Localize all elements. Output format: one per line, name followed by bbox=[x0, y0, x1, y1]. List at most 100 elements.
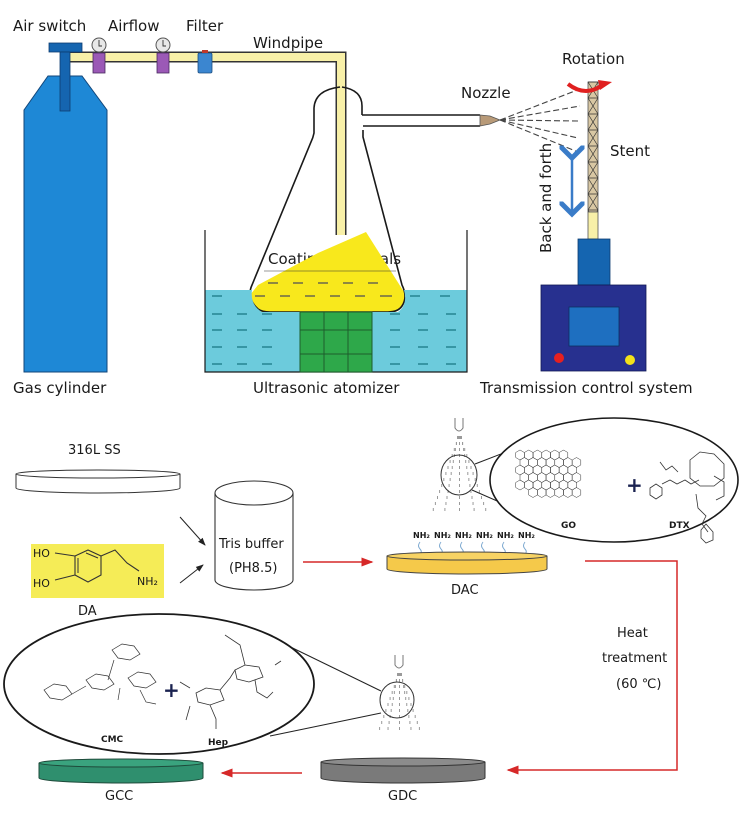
svg-text:NH₂: NH₂ bbox=[137, 575, 158, 588]
droplet bbox=[466, 454, 468, 457]
droplet bbox=[459, 460, 460, 463]
label-go: GO bbox=[561, 521, 576, 531]
amine-group-label: NH₂ bbox=[476, 531, 493, 540]
droplet bbox=[459, 466, 460, 469]
dac-disk bbox=[386, 551, 548, 575]
control-screen bbox=[568, 306, 620, 347]
droplet bbox=[471, 496, 473, 499]
droplet bbox=[459, 496, 460, 499]
amine-group-label: NH₂ bbox=[518, 531, 535, 540]
droplet bbox=[397, 673, 398, 676]
droplet bbox=[395, 679, 397, 682]
droplet bbox=[388, 721, 390, 724]
droplet bbox=[457, 436, 458, 439]
droplet bbox=[473, 508, 475, 511]
droplet bbox=[439, 490, 441, 493]
droplet bbox=[391, 703, 393, 706]
droplet bbox=[399, 721, 400, 724]
top-panel: Air switch Airflow Filter Windpipe Nozzl… bbox=[13, 17, 693, 397]
droplet bbox=[418, 727, 420, 730]
heparin-structure bbox=[179, 634, 282, 729]
label-back-and-forth: Back and forth bbox=[537, 143, 555, 253]
droplet bbox=[459, 490, 460, 493]
label-tris-ph: (PH8.5) bbox=[229, 561, 277, 576]
label-dac: DAC bbox=[451, 583, 479, 598]
droplet bbox=[462, 442, 464, 445]
docetaxel-structure bbox=[649, 451, 725, 544]
label-gas-cylinder: Gas cylinder bbox=[13, 379, 107, 397]
droplet bbox=[398, 673, 399, 676]
air-switch-handle bbox=[48, 42, 83, 53]
droplet bbox=[399, 691, 400, 694]
water-dashes bbox=[212, 295, 456, 365]
yellow-button bbox=[625, 355, 635, 365]
amine-group-label: NH₂ bbox=[434, 531, 451, 540]
droplet bbox=[404, 691, 406, 694]
arrow-substrate-to-tris bbox=[179, 516, 206, 546]
droplet bbox=[468, 460, 470, 463]
label-temperature: (60 ℃) bbox=[616, 677, 661, 692]
stent bbox=[566, 80, 612, 240]
droplet bbox=[465, 460, 467, 463]
label-stent: Stent bbox=[610, 142, 650, 160]
droplet bbox=[400, 673, 401, 676]
droplet bbox=[451, 466, 453, 469]
nozzle-tip bbox=[479, 114, 502, 127]
droplet bbox=[389, 697, 391, 700]
windpipe bbox=[70, 51, 347, 235]
droplet bbox=[387, 703, 389, 706]
droplet bbox=[379, 727, 381, 730]
arrow-da-to-tris bbox=[179, 564, 204, 584]
droplet bbox=[455, 442, 457, 445]
droplet bbox=[409, 721, 411, 724]
droplet bbox=[394, 685, 396, 688]
droplet bbox=[408, 697, 410, 700]
arrow-dac-to-gdc bbox=[506, 560, 678, 775]
flask bbox=[249, 86, 502, 313]
cmc-structure bbox=[43, 643, 157, 705]
dopamine-structure: HO HO NH₂ bbox=[31, 544, 164, 598]
cmc-hep-zoom-ellipse: CMC + Hep bbox=[3, 613, 315, 755]
droplet bbox=[448, 484, 450, 487]
red-button bbox=[554, 353, 564, 363]
label-windpipe: Windpipe bbox=[253, 34, 323, 52]
bottom-panel: 316L SS HO HO NH₂ DA Tris buffer (PH8.5) bbox=[3, 417, 739, 804]
droplet bbox=[401, 673, 402, 676]
droplet bbox=[387, 727, 389, 730]
droplet bbox=[459, 442, 460, 445]
droplet bbox=[470, 466, 472, 469]
droplet bbox=[441, 484, 443, 487]
droplet bbox=[481, 496, 482, 499]
droplet bbox=[468, 478, 470, 481]
droplet bbox=[407, 709, 409, 712]
airflow-gauge-2 bbox=[155, 37, 171, 74]
substrate-disk bbox=[15, 469, 181, 494]
droplet bbox=[472, 472, 474, 475]
droplet bbox=[469, 484, 471, 487]
gcc-disk bbox=[38, 758, 204, 784]
droplet bbox=[393, 691, 395, 694]
droplet bbox=[483, 502, 485, 505]
droplet bbox=[416, 721, 418, 724]
label-treatment: treatment bbox=[602, 651, 667, 666]
droplet bbox=[458, 436, 459, 439]
plus-icon-2: + bbox=[163, 678, 180, 702]
label-hep: Hep bbox=[208, 738, 229, 748]
plus-icon: + bbox=[626, 473, 643, 497]
droplet bbox=[450, 472, 452, 475]
droplet bbox=[463, 448, 465, 451]
transmission-control-system bbox=[540, 238, 647, 372]
label-rotation: Rotation bbox=[562, 50, 625, 68]
droplet bbox=[449, 478, 451, 481]
gas-cylinder bbox=[23, 42, 108, 373]
droplet bbox=[383, 715, 385, 718]
droplet bbox=[452, 460, 454, 463]
airflow-gauge-1 bbox=[91, 37, 107, 74]
droplet bbox=[459, 472, 460, 475]
svg-text:HO: HO bbox=[33, 577, 50, 590]
droplet bbox=[472, 502, 474, 505]
label-gdc: GDC bbox=[388, 789, 417, 804]
rotation-arrow-icon bbox=[566, 82, 606, 93]
droplet bbox=[453, 448, 455, 451]
droplet bbox=[459, 448, 460, 451]
